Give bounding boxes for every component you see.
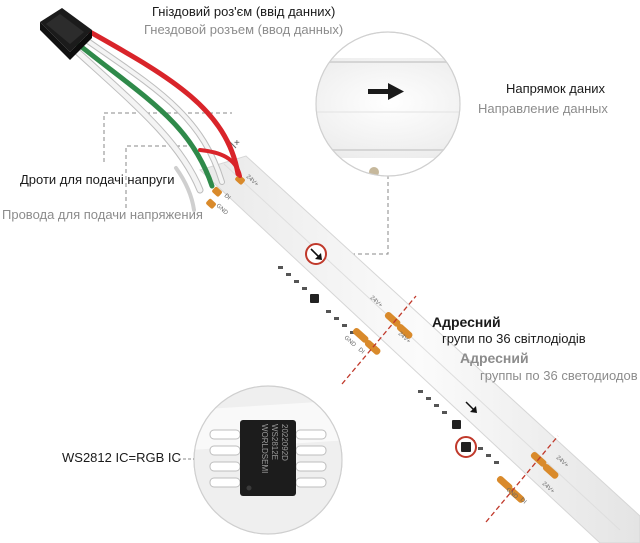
chip-brand: WORLDSEMI [260,424,269,473]
strip-label-di: DI [223,193,232,202]
solder-pad [206,198,216,209]
wires-title-ua: Дроти для подачі напруги [20,172,175,187]
chip-pads-right [295,429,327,488]
direction-title-ua: Напрямок даних [506,81,606,96]
ws2812-chip [240,420,296,496]
female-connector [40,8,92,60]
power-wire-white-loose [174,166,196,212]
addressable-title-ru: Адресний [460,350,529,366]
chip-pads-left [209,429,241,488]
strip-center-line [223,163,621,531]
led-strip: 24V+ DI GND 24V+ 24V+ DI GND 24V+ 24V+ D… [199,155,640,543]
wire-bundle [65,21,242,212]
addressable-subtitle-ua: групи по 36 світлодіодів [442,331,586,346]
solder-pad [235,174,245,185]
data-direction-magnifier [315,31,461,177]
solder-pad [212,186,222,197]
data-wire-green [65,33,215,189]
connector-title-ua: Гніздовий роз'єм (ввід данних) [152,4,336,19]
chip-date: 2022092D [280,424,289,461]
chip-model: WS2812E [270,424,279,460]
cut-line-2 [485,435,559,523]
ic-magnifier: WORLDSEMI WS2812E 2022092D [193,385,343,535]
strip-ic-marker [455,436,477,458]
component-group [278,266,355,334]
ic-label: WS2812 IC=RGB IC [62,450,181,465]
wires-title-ru: Провода для подачи напряжения [2,207,203,222]
leader-wires-1 [103,112,232,162]
power-wire-red [73,21,241,177]
direction-title-ru: Направление данных [478,101,608,116]
plus-mark: + [234,138,240,149]
addressable-title-ua: Адресний [432,314,501,330]
strip-direction-mark-2 [465,401,477,413]
cut-line-1 [341,295,417,385]
arrow-right-icon [368,83,404,100]
connector-title-ru: Гнездовой розъем (ввод данных) [144,22,344,37]
power-wire-red-loose [198,148,242,178]
addressable-subtitle-ru: группы по 36 светодиодов [480,368,638,383]
strip-label-di: DI [357,347,366,356]
strip-direction-mark-1 [305,243,327,265]
strip-label-di: DI [519,497,528,506]
cut-point-pads-1 [352,311,413,355]
